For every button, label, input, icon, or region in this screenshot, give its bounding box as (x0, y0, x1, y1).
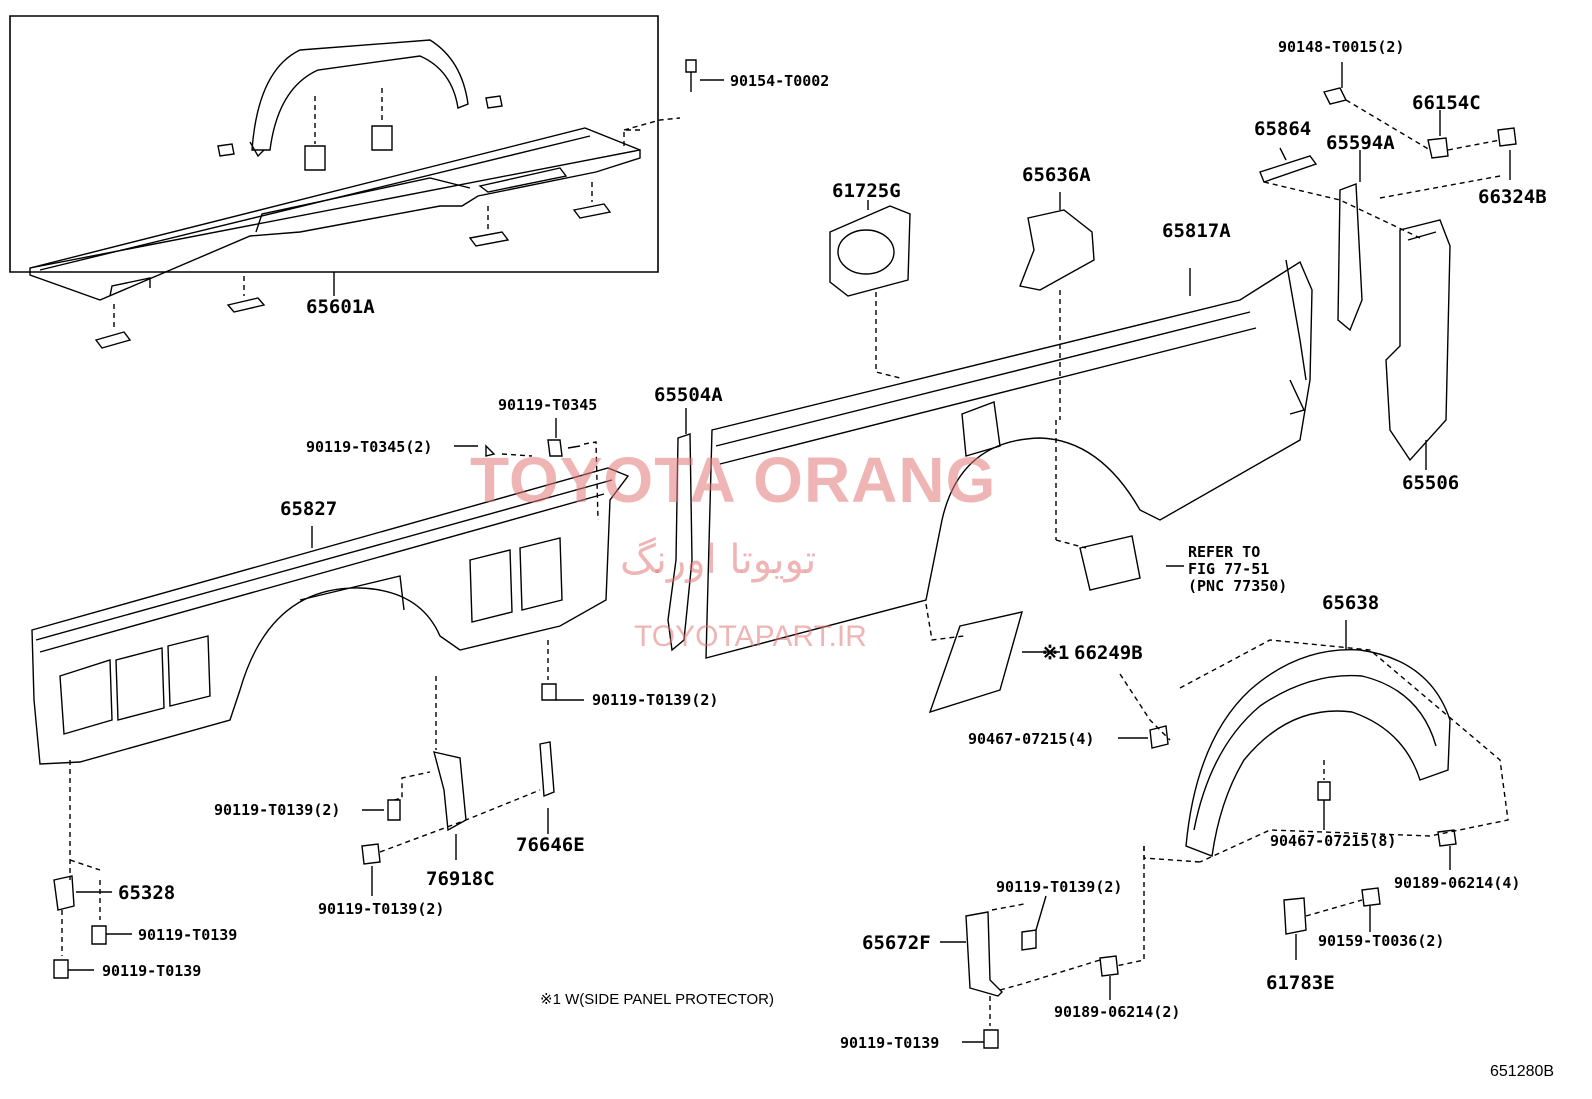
footnote: ※1 W(SIDE PANEL PROTECTOR) (540, 991, 774, 1008)
label-76918C[interactable]: 76918C (426, 868, 495, 890)
label-90119-T0345-2[interactable]: 90119-T0345(2) (306, 438, 433, 456)
lower-right-fasteners (940, 830, 1456, 1048)
label-61783E[interactable]: 61783E (1266, 972, 1335, 994)
label-90467-07215-8[interactable]: 90467-07215(8) (1270, 832, 1397, 850)
label-66324B[interactable]: 66324B (1478, 186, 1547, 208)
label-61725G[interactable]: 61725G (832, 180, 901, 202)
part-65601A-drawing (30, 40, 680, 348)
label-90189-06214-4[interactable]: 90189-06214(4) (1394, 874, 1521, 892)
label-65601A[interactable]: 65601A (306, 296, 375, 318)
label-65504A[interactable]: 65504A (654, 384, 723, 406)
label-65638[interactable]: 65638 (1322, 592, 1380, 614)
part-65817A-drawing (706, 260, 1312, 658)
label-90189-06214-2[interactable]: 90189-06214(2) (1054, 1003, 1181, 1021)
inset-frame (10, 16, 658, 272)
part-65638-drawing (1118, 620, 1508, 862)
part-65504A-drawing (668, 408, 692, 650)
label-66249B-mark: ※1 (1042, 642, 1070, 664)
part-61725G-drawing (830, 200, 910, 378)
label-90467-07215-4[interactable]: 90467-07215(4) (968, 730, 1095, 748)
label-90148-T0015[interactable]: 90148-T0015(2) (1278, 38, 1405, 56)
part-65636A-drawing (1020, 192, 1094, 420)
label-90119-T0139-2d[interactable]: 90119-T0139(2) (996, 878, 1123, 896)
label-refer-2: FIG 77-51 (1188, 560, 1270, 578)
label-65827[interactable]: 65827 (280, 498, 338, 520)
part-65827-drawing (32, 418, 628, 764)
label-65506[interactable]: 65506 (1402, 472, 1460, 494)
part-66249B-drawing (926, 604, 1060, 712)
label-76646E[interactable]: 76646E (516, 834, 585, 856)
bolt-90154 (686, 60, 724, 92)
label-90119-T0139-a[interactable]: 90119-T0139 (138, 926, 238, 944)
label-66249B[interactable]: 66249B (1074, 642, 1143, 664)
label-66154C[interactable]: 66154C (1412, 92, 1481, 114)
label-90119-T0139-2b[interactable]: 90119-T0139(2) (214, 801, 341, 819)
upper-right-parts (1260, 62, 1516, 470)
label-refer-1: REFER TO (1188, 543, 1261, 561)
label-90159-T0036[interactable]: 90159-T0036(2) (1318, 932, 1445, 950)
label-90119-T0139-c[interactable]: 90119-T0139 (840, 1034, 940, 1052)
label-refer-3: (PNC 77350) (1188, 577, 1288, 595)
label-90119-T0345[interactable]: 90119-T0345 (498, 396, 598, 414)
label-65864[interactable]: 65864 (1254, 118, 1312, 140)
label-65594A[interactable]: 65594A (1326, 132, 1395, 154)
figure-code: 651280B (1490, 1063, 1555, 1080)
label-90119-T0139-b[interactable]: 90119-T0139 (102, 962, 202, 980)
label-90119-T0139-2a[interactable]: 90119-T0139(2) (592, 691, 719, 709)
label-90154-T0002[interactable]: 90154-T0002 (730, 72, 830, 90)
label-65672F[interactable]: 65672F (862, 932, 931, 954)
label-65328[interactable]: 65328 (118, 882, 176, 904)
label-65817A[interactable]: 65817A (1162, 220, 1231, 242)
label-65636A[interactable]: 65636A (1022, 164, 1091, 186)
label-90119-T0139-2c[interactable]: 90119-T0139(2) (318, 900, 445, 918)
lower-left-fasteners (54, 640, 584, 978)
